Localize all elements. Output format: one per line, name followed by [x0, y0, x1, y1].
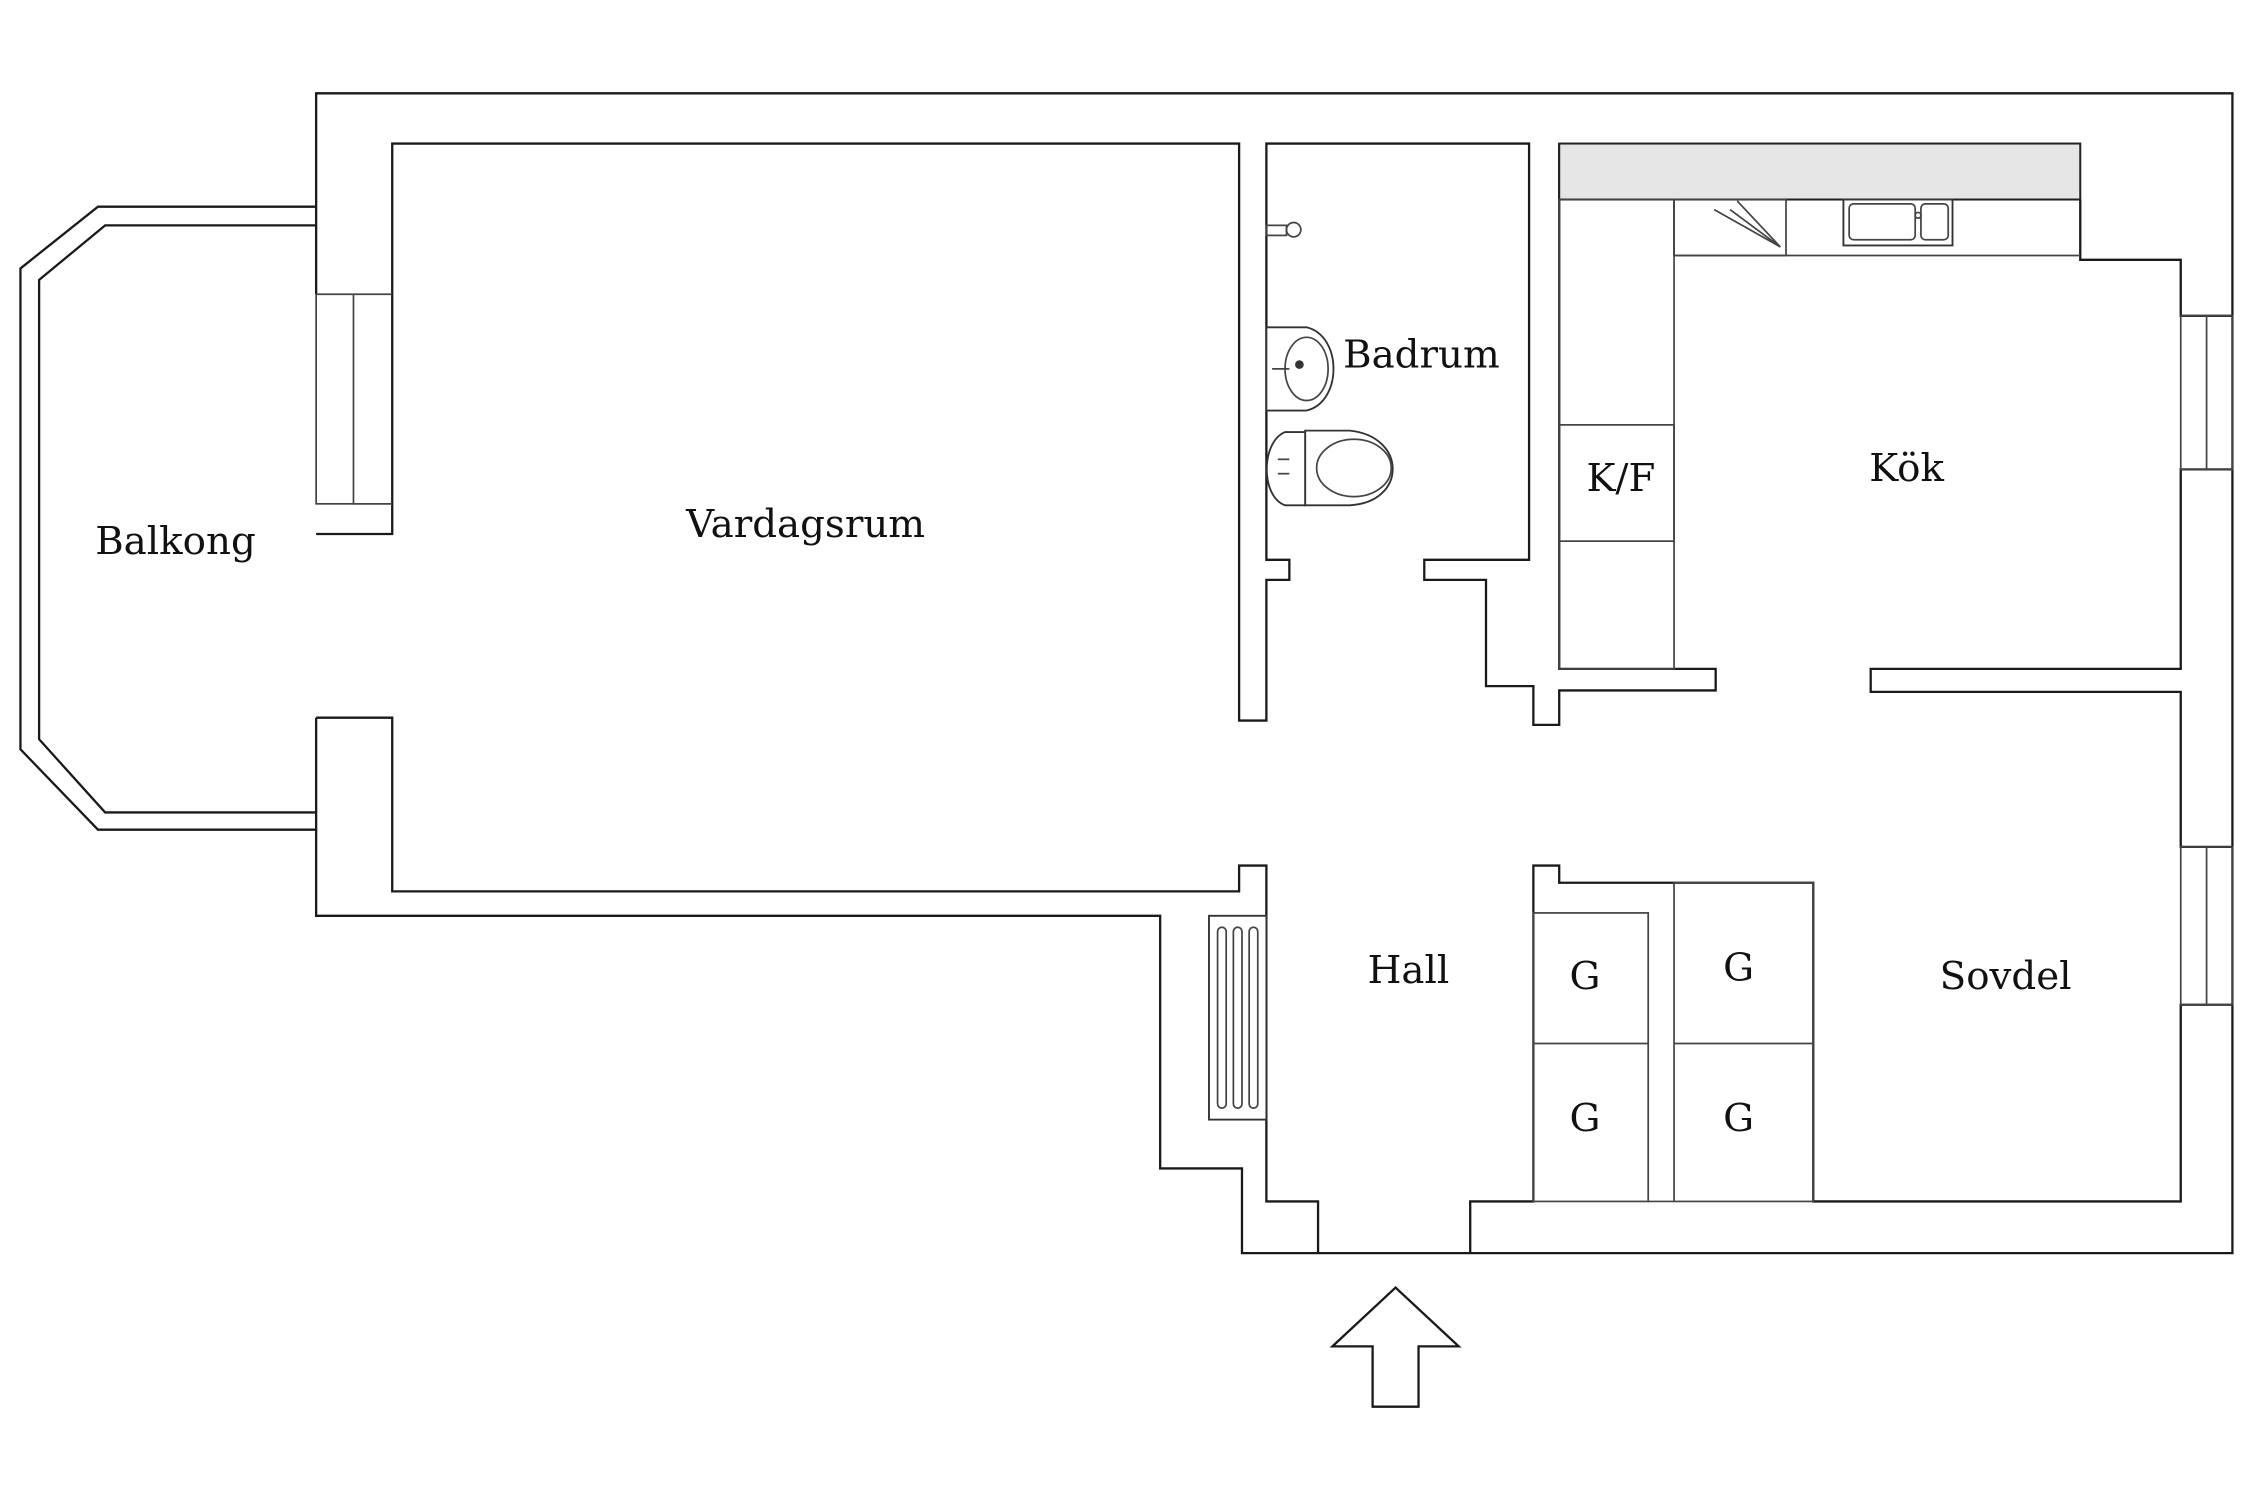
- room-label-vardagsrum: Vardagsrum: [685, 502, 925, 547]
- fridge-freezer: [1558, 424, 1675, 543]
- windows: [315, 293, 2234, 1006]
- outer-walls: [314, 92, 2234, 1255]
- wardrobes: [1532, 881, 1815, 1203]
- kitchen-counter: [1558, 142, 2082, 201]
- room-label-balkong: Balkong: [95, 519, 256, 564]
- wardrobe-right: [1673, 881, 1815, 1203]
- sink-icon: [1265, 326, 1335, 412]
- tap-icon: [1265, 221, 1302, 238]
- counter-side: [1558, 198, 1675, 670]
- bathroom-fixtures: [1265, 221, 1394, 507]
- room-label-kok: Kök: [1869, 446, 1944, 491]
- radiator-icon: [1208, 914, 1268, 1121]
- wardrobe-label: G: [1570, 954, 1601, 999]
- balcony: [19, 205, 317, 831]
- stove-icon: [1673, 198, 1787, 257]
- entrance-arrow-icon: [1329, 1285, 1462, 1408]
- kitchen-sink-icon: [1842, 198, 1954, 247]
- wardrobe-label: G: [1723, 945, 1754, 990]
- room-label-kf: K/F: [1586, 456, 1655, 501]
- room-label-sovdel: Sovdel: [1940, 954, 2072, 999]
- wardrobe-label: G: [1723, 1096, 1754, 1141]
- toilet-icon: [1265, 429, 1394, 507]
- room-label-badrum: Badrum: [1343, 332, 1500, 377]
- kitchen-fixtures: [1558, 142, 2082, 670]
- window-vardagsrum: [315, 293, 355, 505]
- wardrobe-left: [1532, 912, 1650, 1203]
- wardrobe-label: G: [1570, 1096, 1601, 1141]
- room-label-hall: Hall: [1368, 948, 1450, 993]
